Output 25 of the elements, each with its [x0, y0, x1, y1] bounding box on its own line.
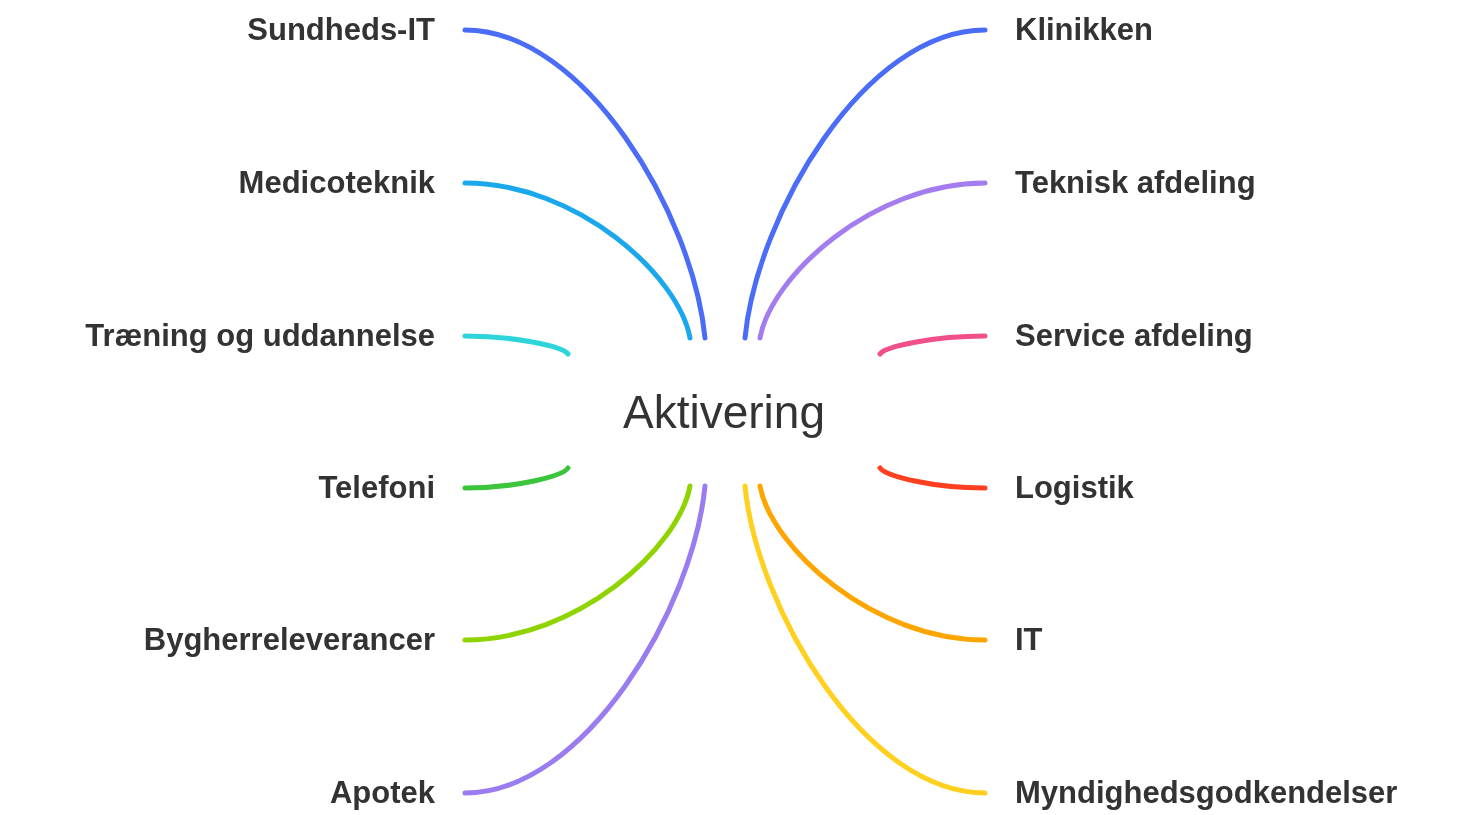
- branch-line: [877, 465, 988, 491]
- branch-topic: Træning og uddannelse: [85, 316, 435, 355]
- branch-line: [462, 483, 693, 643]
- branch-line: [462, 27, 708, 341]
- branch-line: [462, 483, 708, 796]
- branch-topic: Myndighedsgodkendelser: [1015, 773, 1398, 812]
- branch-topic: Teknisk afdeling: [1015, 163, 1256, 202]
- branch-topic: Bygherreleverancer: [143, 620, 435, 659]
- branch-line: [757, 180, 988, 341]
- branch-topic: Service afdeling: [1015, 316, 1253, 355]
- branch-line: [742, 483, 988, 796]
- branch-topic: Logistik: [1015, 468, 1134, 507]
- branch-topic: Telefoni: [318, 468, 435, 507]
- branch-line: [462, 465, 571, 491]
- branch-topic: Medicoteknik: [238, 163, 435, 202]
- branch-line: [462, 333, 571, 357]
- branch-topic: Klinikken: [1015, 10, 1153, 49]
- branch-topic: Apotek: [329, 773, 435, 812]
- branch-line: [877, 333, 988, 357]
- branch-line: [742, 27, 988, 341]
- branch-topic: IT: [1015, 620, 1043, 659]
- branch-line: [462, 180, 693, 341]
- branch-line: [757, 483, 988, 643]
- branch-topic: Sundheds-IT: [247, 10, 435, 49]
- central-topic: Aktivering: [623, 384, 825, 440]
